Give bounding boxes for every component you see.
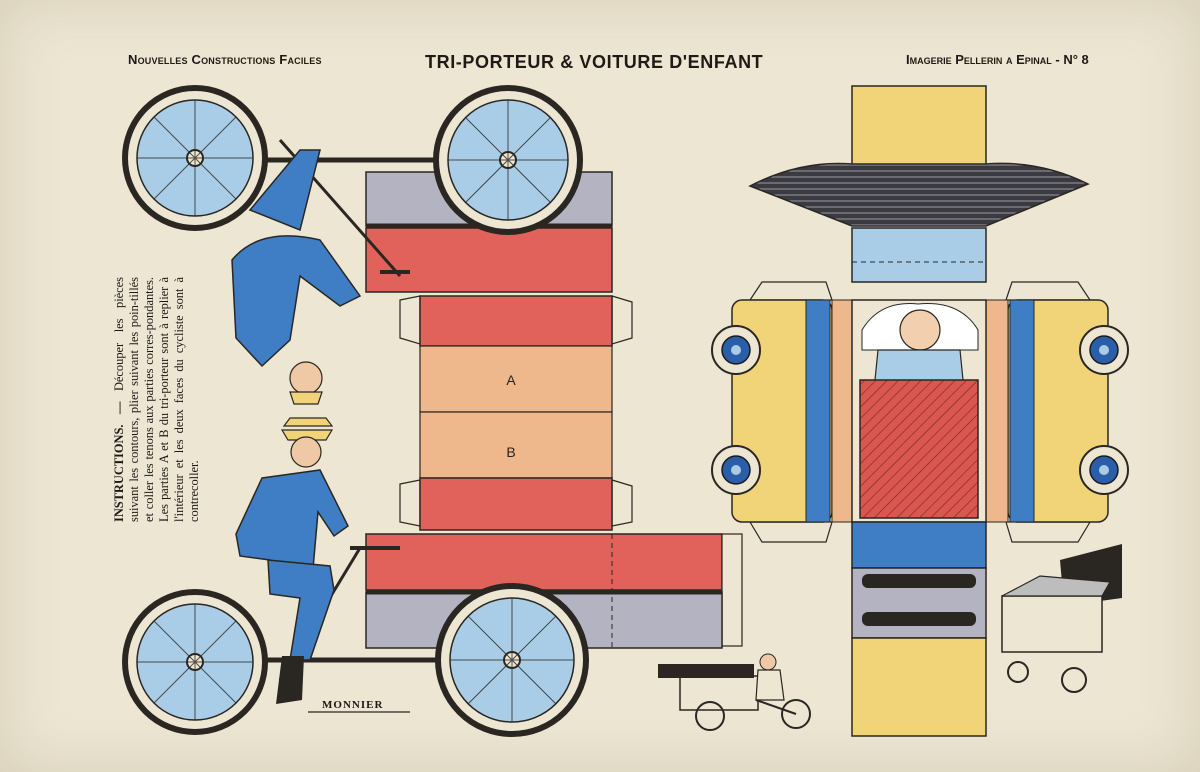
box-red-panel	[419, 477, 613, 531]
instructions-text: INSTRUCTIONS. — Découper les pièces suiv…	[112, 277, 202, 522]
pram-blanket	[859, 379, 979, 519]
pram-cutout	[711, 85, 1129, 737]
pram-wheel	[711, 325, 761, 375]
glue-tab	[721, 533, 743, 647]
series-title: Nouvelles Constructions Faciles	[128, 52, 322, 67]
pram-wheel	[1079, 325, 1129, 375]
baby	[899, 309, 941, 351]
part-b-label: B	[506, 444, 515, 460]
assembled-triporteur-sketch	[658, 653, 811, 731]
artist-signature: MONNIER	[322, 699, 383, 711]
cyclist-upside-down	[231, 149, 362, 405]
pram-wheel	[1079, 445, 1129, 495]
glue-tab	[611, 479, 633, 527]
assembled-pram-sketch	[1001, 544, 1122, 693]
box-red-panel	[419, 295, 613, 347]
cyclist	[235, 417, 349, 704]
part-a-panel	[419, 345, 613, 413]
part-b-panel	[419, 411, 613, 479]
instructions-lead: INSTRUCTIONS. —	[112, 401, 126, 522]
pram-bottom-flap	[851, 637, 987, 737]
triporteur-cutout: A B	[122, 85, 811, 737]
box-bottom-red-panel	[365, 533, 723, 591]
pram-light-blue-panel	[851, 227, 987, 283]
pram-hood	[748, 162, 1090, 227]
box-top-red-panel	[365, 227, 613, 293]
glue-tab	[611, 295, 633, 345]
glue-tab	[399, 295, 421, 345]
sheet-title: TRI-PORTEUR & VOITURE D'ENFANT	[425, 52, 764, 72]
glue-tab	[399, 479, 421, 527]
publisher-caption: Imagerie Pellerin a Epinal - N° 8	[906, 52, 1089, 67]
part-a-label: A	[506, 372, 516, 388]
pram-wheel	[711, 445, 761, 495]
